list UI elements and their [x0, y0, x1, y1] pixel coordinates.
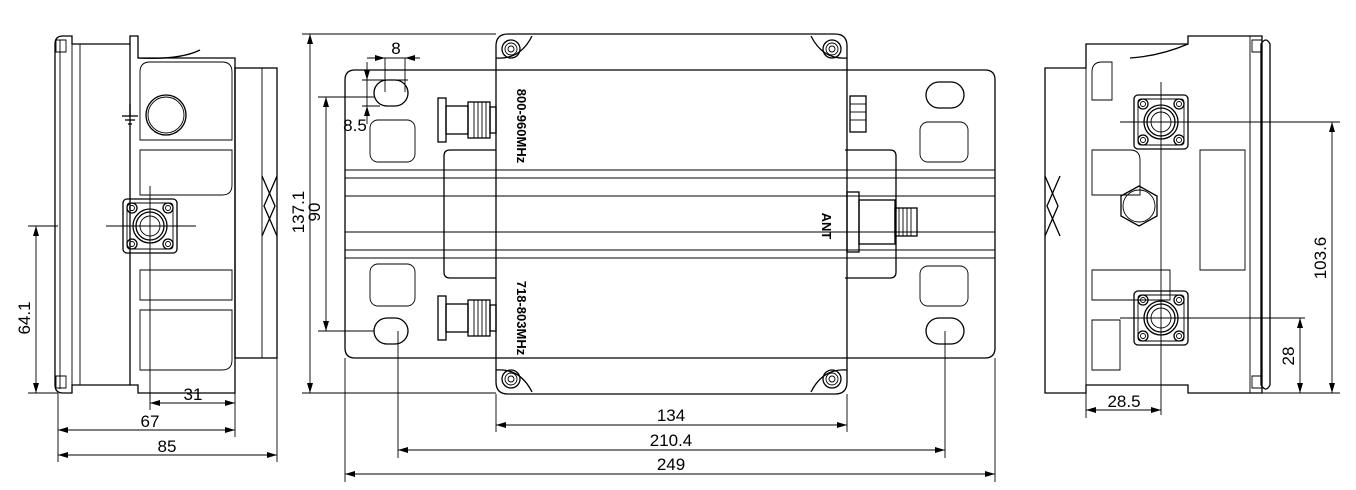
dim-overall-width: 249 [657, 455, 685, 474]
dim-slot-offset: 8.5 [343, 116, 367, 135]
sma-connector-icon [437, 295, 497, 341]
port-label-top: 800-960MHz [514, 89, 529, 164]
dim-overall-width-left: 85 [158, 437, 177, 456]
dim-box-width: 134 [657, 406, 685, 425]
left-side-view [54, 35, 278, 400]
dim-hole-pitch-v: 90 [305, 203, 324, 222]
screw-icon [822, 369, 842, 389]
dim-connector-offset: 67 [141, 412, 160, 431]
left-view-dimensions: 64.1 31 67 85 [15, 225, 278, 462]
dim-connector-height: 64.1 [15, 301, 34, 334]
front-view-dimensions: 137.1 90 8 8.5 134 210.4 2 [289, 33, 996, 482]
port-label-ant: ANT [819, 213, 834, 240]
dim-connector-pitch: 103.6 [1311, 237, 1330, 280]
sma-connector-icon [437, 97, 497, 143]
dim-height-total: 137.1 [289, 191, 308, 234]
port-label-bottom: 718-803MHz [514, 281, 529, 356]
sma-connector-icon [846, 191, 918, 253]
screw-icon [822, 39, 842, 59]
dim-lower-connector-height: 28 [1279, 347, 1298, 366]
screw-icon [501, 39, 521, 59]
ground-icon [122, 104, 138, 125]
hex-nut-icon [1120, 185, 1158, 227]
screw-icon [501, 369, 521, 389]
dim-hole-pitch-h: 210.4 [650, 431, 693, 450]
right-view-dimensions: 103.6 28 28.5 [1085, 122, 1340, 418]
dim-connector-offset-right: 28.5 [1107, 392, 1140, 411]
dim-slot-width: 8 [391, 39, 400, 58]
dim-near-offset: 31 [184, 385, 203, 404]
front-view: 800-960MHz 718-803MHz ANT [344, 33, 996, 395]
